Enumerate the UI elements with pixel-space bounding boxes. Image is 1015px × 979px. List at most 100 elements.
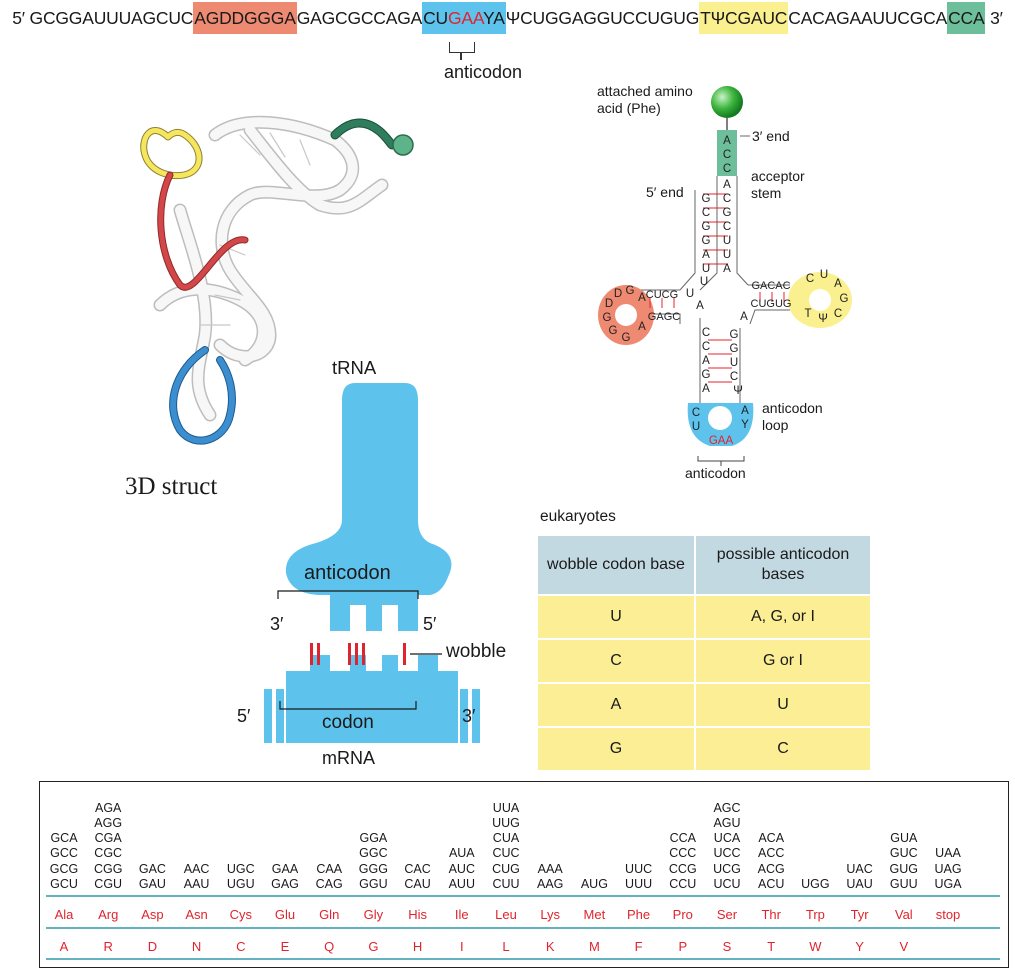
cloverleaf-anticodon-label: anticodon xyxy=(685,465,746,481)
codon-entry: UAG xyxy=(934,861,962,876)
t-loop-6: Ψ xyxy=(818,313,828,325)
codon-entry: UCU xyxy=(713,876,741,891)
trna-3d-structure xyxy=(140,115,414,445)
sequence-segment-2: GAGCGCCAGA xyxy=(296,8,423,28)
acl-l2: U xyxy=(692,421,700,433)
codon-divider-2 xyxy=(46,927,1000,929)
anticodon-loop-label: anticodon loop xyxy=(762,400,823,433)
t-loop-7: T xyxy=(804,308,811,320)
codon-entry: CAC xyxy=(404,861,431,876)
acs-r5: Ψ xyxy=(733,385,743,397)
wobble-cell: A xyxy=(538,684,694,726)
codon-entry: CUC xyxy=(492,846,520,861)
codon-divider-3 xyxy=(46,958,1000,960)
t-loop-1: C xyxy=(806,273,814,285)
codon-entry: ACC xyxy=(757,846,785,861)
codon-entry: AUA xyxy=(448,846,475,861)
sequence-anticodon-gaa: GAA xyxy=(447,8,484,28)
acc3-6: U xyxy=(723,249,731,261)
codon-entry: UGA xyxy=(934,876,962,891)
amino-acid-one-letter: V xyxy=(899,939,909,954)
wobble-header-1: wobble codon base xyxy=(538,536,694,594)
codon-entry: GGC xyxy=(359,846,388,861)
sequence-d-arm: AGDDGGGA xyxy=(193,2,297,34)
amino-acid-three-letter: Asp xyxy=(141,907,164,922)
acc3-2: C xyxy=(723,193,731,205)
amino-acid-one-letter: T xyxy=(767,939,776,954)
amino-acid-three-letter: Pro xyxy=(672,907,693,922)
acs-l3: A xyxy=(702,355,710,367)
codon-label: codon xyxy=(322,712,374,733)
amino-acid-label: attached amino acid (Phe) xyxy=(597,83,693,116)
codon-entry: GUG xyxy=(889,861,919,876)
amino-acid-three-letter: Lys xyxy=(540,907,561,922)
amino-acid-three-letter: Val xyxy=(894,907,913,922)
codon-entry: CUA xyxy=(492,831,520,846)
wobble-table-caption: eukaryotes xyxy=(540,508,616,525)
codon-entry: GUA xyxy=(890,831,918,846)
amino-acid-one-letter: Q xyxy=(324,939,335,954)
acc5-3: G xyxy=(702,221,711,233)
five-prime-end-label: 5′ end xyxy=(646,184,684,200)
codon-entry: CCU xyxy=(669,876,697,891)
codon-entry: CGC xyxy=(94,846,123,861)
wobble-cell: C xyxy=(696,728,870,770)
amino-acid-three-letter: Gln xyxy=(319,907,340,922)
codon-entry: ACG xyxy=(757,861,785,876)
acl-r2: Y xyxy=(741,419,749,431)
codon-entry: GAG xyxy=(271,876,299,891)
d-loop xyxy=(598,285,654,345)
trna-body xyxy=(285,383,452,631)
amino-acid-three-letter: Trp xyxy=(805,907,825,922)
t-loop xyxy=(788,272,852,328)
connector-u: U xyxy=(686,288,694,300)
codon-entry: UUU xyxy=(625,876,653,891)
amino-acid-one-letter: A xyxy=(59,939,69,954)
amino-acid-one-letter: S xyxy=(722,939,732,954)
wobble-cell: U xyxy=(696,684,870,726)
codon-entry: CCC xyxy=(669,846,697,861)
var-3: G xyxy=(730,343,739,355)
codon-entry: CUU xyxy=(492,876,520,891)
acc3-7: A xyxy=(723,263,731,275)
amino-acid-one-letter: H xyxy=(412,939,423,954)
codon-entry: UAA xyxy=(935,846,961,861)
cca-c1: C xyxy=(723,149,731,161)
codon-entry: GUC xyxy=(889,846,918,861)
mrna-three-prime: 3′ xyxy=(462,706,476,726)
mrna-label: mRNA xyxy=(322,748,375,768)
var-4: U xyxy=(730,357,738,369)
d-arm-top: CUCG xyxy=(646,289,678,301)
sequence-five-prime: 5′ xyxy=(12,8,25,28)
codon-entry: CUG xyxy=(492,861,520,876)
codon-entry: UUA xyxy=(492,800,520,815)
amino-acid-three-letter: Leu xyxy=(495,907,517,922)
acc5-2: C xyxy=(702,207,710,219)
amino-acid-one-letter: Y xyxy=(855,939,864,954)
anticodon-loop xyxy=(687,403,754,446)
codon-entry: UUC xyxy=(625,861,653,876)
codon-entry: GCC xyxy=(50,846,78,861)
acc5-6: U xyxy=(702,263,710,275)
codon-entry: CCA xyxy=(669,831,696,846)
amino-acid-three-letter: Arg xyxy=(98,907,119,922)
codon-entry: UGC xyxy=(226,861,255,876)
codon-entry: AUG xyxy=(580,876,608,891)
codon-entry: CAU xyxy=(404,876,431,891)
structure-caption: 3D struct xyxy=(125,473,218,500)
sequence-segment-1: GCGGAUUUAGCUC xyxy=(29,8,194,28)
d-arm-bottom: GAGC xyxy=(648,311,680,323)
d-loop-2: G xyxy=(626,285,635,297)
